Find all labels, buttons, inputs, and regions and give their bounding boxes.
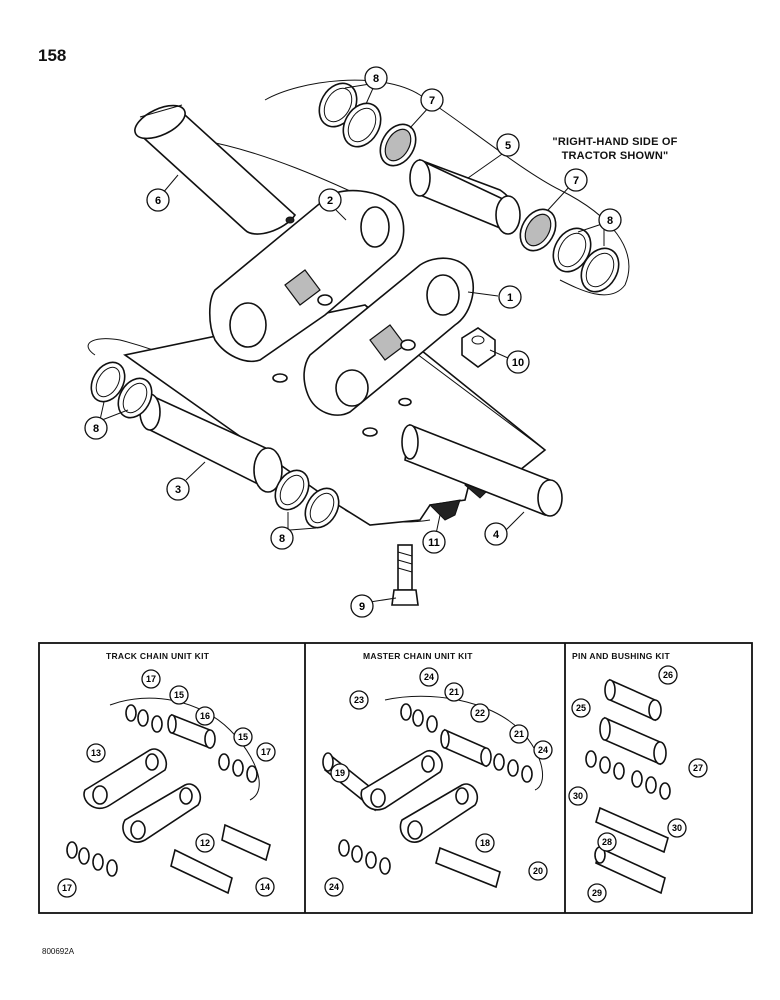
callout-16: 16	[200, 711, 210, 721]
callout-11: 11	[428, 537, 440, 549]
main-assembly: 1 2 3 4 5 6 7 7 8	[84, 66, 630, 618]
callout-26: 26	[663, 670, 673, 680]
callout-24c: 24	[329, 882, 339, 892]
callout-1: 1	[507, 292, 513, 304]
master-chain-callouts: 18 19 20 21 21 22 23 24 24 24	[324, 667, 553, 897]
seal-rings	[90, 82, 620, 529]
callout-6: 6	[155, 195, 161, 207]
page-number: 158	[38, 46, 67, 65]
callout-24a: 24	[424, 672, 434, 682]
callout-30a: 30	[573, 791, 583, 801]
callout-14: 14	[260, 882, 270, 892]
callout-17c: 17	[62, 883, 72, 893]
callout-7b: 7	[573, 175, 579, 187]
track-chain-kit-art	[66, 697, 271, 895]
callout-19: 19	[335, 768, 345, 778]
callout-21b: 21	[514, 729, 524, 739]
callout-4: 4	[493, 529, 500, 541]
callout-2: 2	[327, 195, 333, 207]
callout-15a: 15	[174, 690, 184, 700]
callout-9: 9	[359, 601, 365, 613]
callout-8a: 8	[373, 73, 379, 85]
callout-24b: 24	[538, 745, 548, 755]
callout-18: 18	[480, 838, 490, 848]
callout-21a: 21	[449, 687, 459, 697]
master-chain-kit-art	[322, 695, 543, 889]
nut-10	[461, 327, 496, 368]
callout-22: 22	[475, 708, 485, 718]
callout-5: 5	[505, 140, 511, 152]
master-chain-kit-title: MASTER CHAIN UNIT KIT	[363, 651, 473, 661]
callout-17b: 17	[261, 747, 271, 757]
pin-bushing-kit-art	[585, 678, 671, 895]
callout-20: 20	[533, 866, 543, 876]
callout-27: 27	[693, 763, 703, 773]
callout-3: 3	[175, 484, 181, 496]
bolt-9	[397, 544, 413, 591]
callout-30b: 30	[672, 823, 682, 833]
pin-bushing-callouts: 25 26 27 28 29 30 30	[568, 665, 708, 903]
document-code: 800692A	[42, 947, 75, 956]
callouts-main: 1 2 3 4 5 6 7 7 8	[84, 66, 622, 618]
callout-25: 25	[576, 703, 586, 713]
callout-23: 23	[354, 695, 364, 705]
callout-8c: 8	[93, 423, 99, 435]
callout-10: 10	[512, 357, 524, 369]
callout-7a: 7	[429, 95, 435, 107]
orientation-note: "RIGHT-HAND SIDE OF TRACTOR SHOWN"	[552, 136, 678, 162]
callout-15b: 15	[238, 732, 248, 742]
callout-8b: 8	[607, 215, 613, 227]
kit-panels: 12 13 14 15 15 16 17 17 17	[38, 642, 753, 914]
track-chain-callouts: 12 13 14 15 15 16 17 17 17	[57, 669, 276, 898]
callout-17a: 17	[146, 674, 156, 684]
pin-bushing-kit-title: PIN AND BUSHING KIT	[572, 651, 670, 661]
callout-12: 12	[200, 838, 210, 848]
track-chain-kit-title: TRACK CHAIN UNIT KIT	[106, 651, 210, 661]
callout-28: 28	[602, 837, 612, 847]
callout-29: 29	[592, 888, 602, 898]
callout-8d: 8	[279, 533, 285, 545]
callout-13: 13	[91, 748, 101, 758]
